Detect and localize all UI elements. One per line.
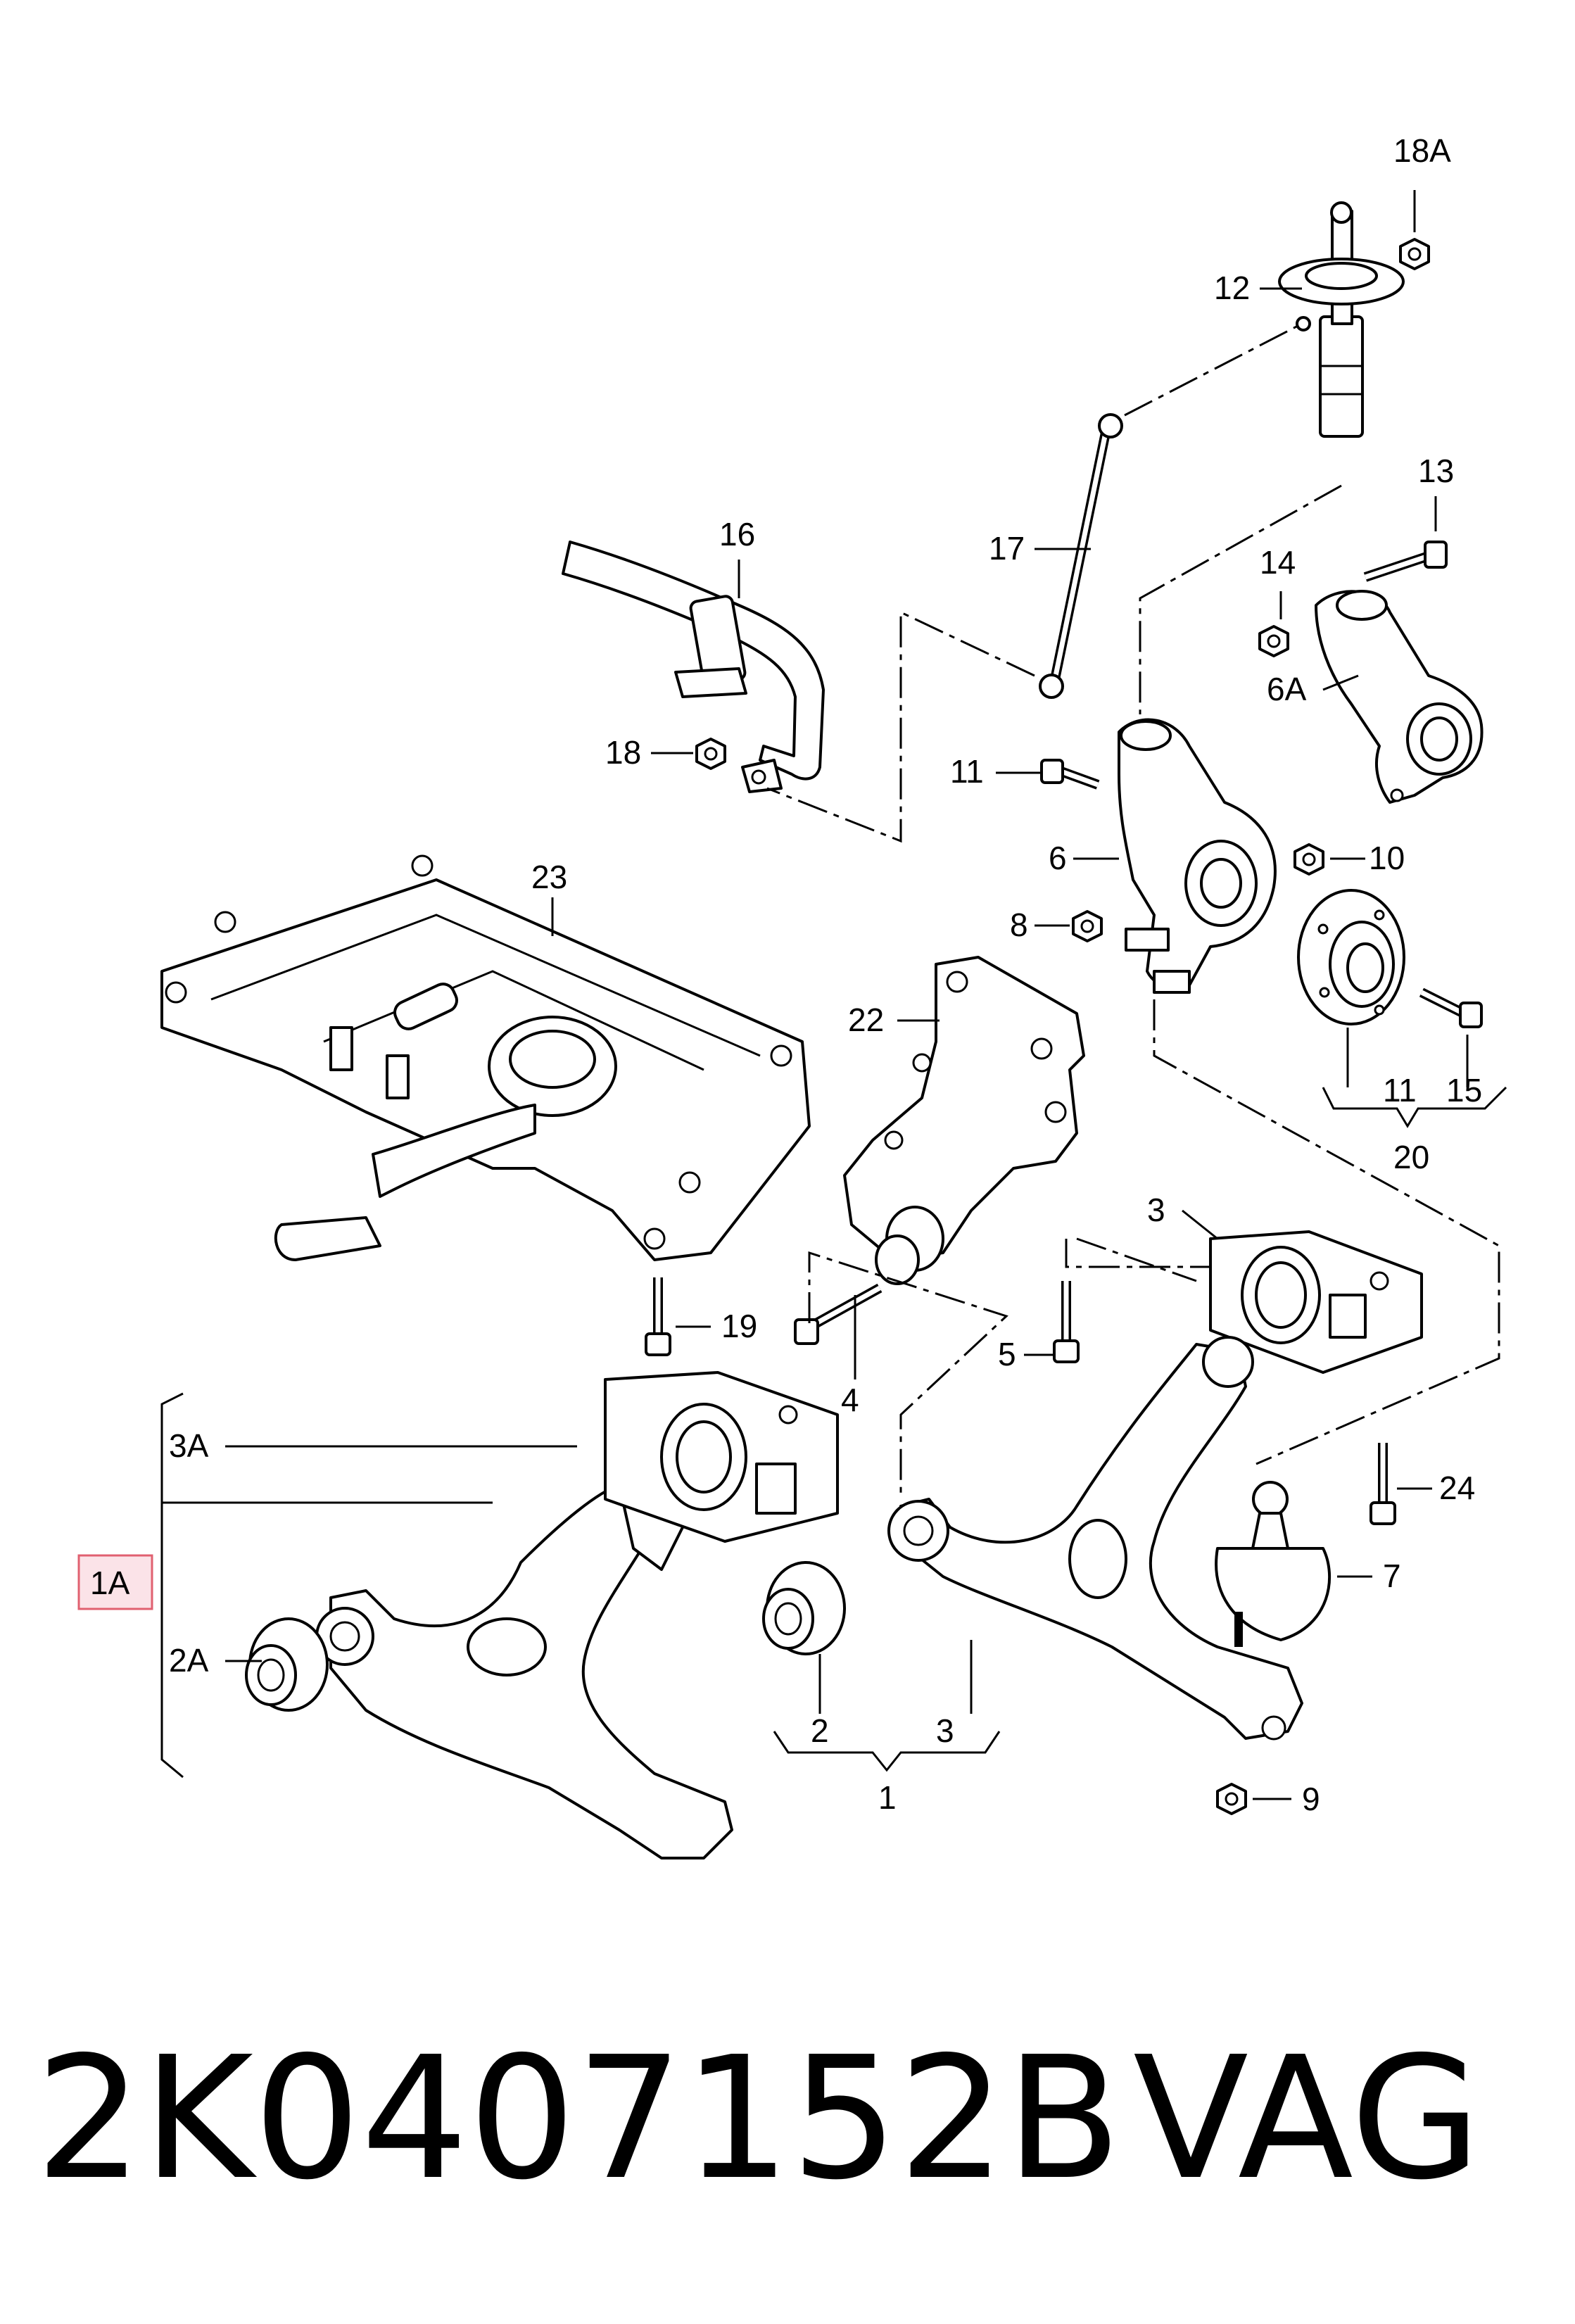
callout-19: 19 — [721, 1308, 757, 1344]
callout-8: 8 — [1010, 907, 1028, 943]
strut-assembly — [1278, 201, 1405, 438]
part-number: 2K0407152B — [35, 2020, 1122, 2217]
control-arm-left — [315, 1482, 733, 1859]
callout-18a: 18A — [1393, 132, 1451, 169]
nut-18a — [1399, 238, 1430, 270]
callout-18: 18 — [605, 734, 641, 771]
bush-2 — [762, 1561, 846, 1655]
callout-11-top: 11 — [950, 753, 984, 790]
callout-24: 24 — [1439, 1470, 1475, 1506]
callout-1: 1 — [878, 1779, 897, 1816]
callout-10: 10 — [1369, 840, 1405, 876]
callout-15: 15 — [1446, 1072, 1482, 1109]
callout-20: 20 — [1393, 1139, 1429, 1175]
callout-14: 14 — [1260, 544, 1296, 581]
wheel-bearing-housing-6 — [1118, 718, 1277, 994]
leader-lines — [160, 190, 1507, 1800]
callout-9: 9 — [1302, 1781, 1320, 1817]
nut-18 — [695, 738, 726, 770]
footer: 2K0407152B VAG — [35, 2013, 1548, 2245]
callout-17: 17 — [989, 530, 1025, 567]
callout-3-bottom: 3 — [936, 1712, 954, 1749]
brand-name: VAG — [1133, 2020, 1481, 2217]
callout-23: 23 — [531, 859, 567, 895]
stabilizer-link — [1039, 316, 1311, 699]
dash-bush-center — [1076, 1237, 1197, 1282]
callout-11-bottom: 11 — [1383, 1072, 1417, 1109]
nut-9 — [1216, 1783, 1247, 1815]
subframe — [160, 854, 811, 1261]
nut-14 — [1258, 625, 1289, 657]
dash-strut-to-knuckle — [1139, 484, 1342, 714]
nut-8 — [1072, 910, 1103, 942]
callout-12: 12 — [1214, 270, 1250, 306]
dash-link-to-bar — [766, 610, 1035, 843]
bolt-13 — [1363, 541, 1448, 582]
bolt-15 — [1419, 987, 1483, 1028]
bush-3 — [1209, 1230, 1423, 1374]
callout-1a: 1A — [90, 1565, 130, 1601]
callout-2: 2 — [811, 1712, 829, 1749]
ball-joint — [1215, 1481, 1332, 1647]
callout-4: 4 — [841, 1382, 859, 1418]
dash-knuckle-to-balljoint — [1153, 999, 1500, 1465]
callout-3a: 3A — [169, 1427, 209, 1464]
callout-7: 7 — [1383, 1558, 1401, 1594]
stabilizer-bar — [562, 541, 825, 793]
callout-5: 5 — [998, 1336, 1016, 1372]
dash-bracket-to-arm — [808, 1251, 1008, 1499]
nut-10 — [1293, 843, 1324, 876]
bolt-11-top — [1040, 759, 1100, 790]
callout-3-top: 3 — [1147, 1192, 1165, 1228]
dash-bolt5-to-bush — [1065, 1239, 1210, 1268]
bolt-24 — [1370, 1443, 1396, 1525]
callout-6: 6 — [1049, 840, 1067, 876]
bush-2a — [245, 1617, 329, 1712]
bolt-19 — [645, 1277, 671, 1356]
bolt-5 — [1053, 1281, 1080, 1363]
bush-3a — [604, 1371, 839, 1543]
callout-22: 22 — [848, 1002, 884, 1038]
control-arm-right — [887, 1336, 1303, 1741]
callout-2a: 2A — [169, 1642, 209, 1679]
callout-16: 16 — [719, 516, 755, 552]
bolt-4 — [794, 1283, 883, 1345]
callout-13: 13 — [1418, 453, 1454, 489]
bracket-22 — [843, 956, 1085, 1285]
callout-6a: 6A — [1267, 671, 1307, 707]
wheel-hub — [1297, 889, 1405, 1025]
wheel-bearing-housing-6a — [1315, 590, 1484, 804]
callout-1a-highlight[interactable]: 1A — [77, 1554, 153, 1610]
